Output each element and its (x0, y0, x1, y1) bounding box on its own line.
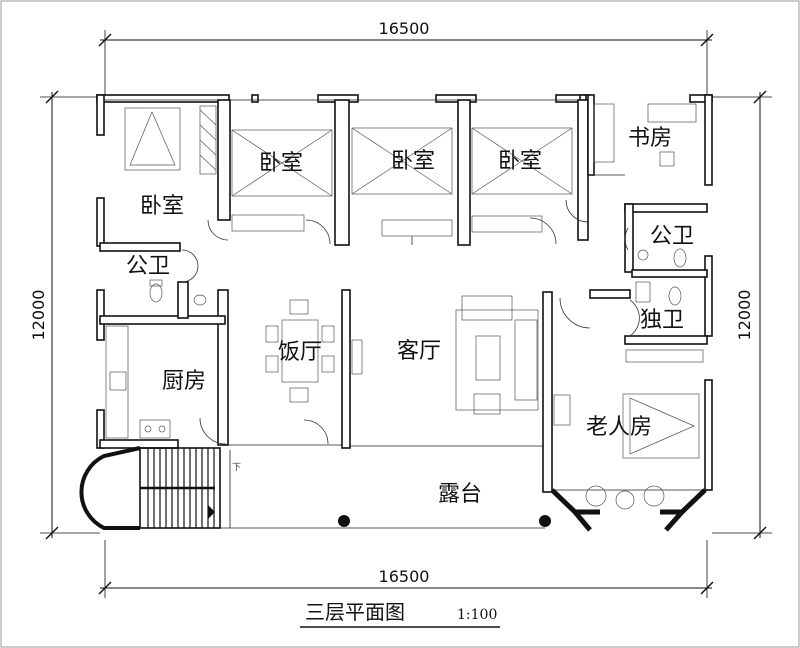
room-label-public-bath-left: 公卫 (126, 254, 170, 279)
room-label-kitchen: 厨房 (162, 369, 206, 394)
walls (96, 94, 713, 532)
room-label-bedroom-4: 卧室 (498, 149, 542, 174)
furniture (105, 103, 704, 527)
room-label-dining: 饭厅 (278, 340, 322, 365)
dim-top-width: 16500 (379, 19, 430, 38)
room-label-private-bath: 独卫 (640, 308, 684, 333)
room-label-bedroom-3: 卧室 (391, 149, 435, 174)
stair-down-note: 下 (232, 463, 241, 473)
room-label-public-bath-right: 公卫 (650, 224, 694, 249)
plan-scale: 1:100 (457, 607, 497, 623)
dim-bottom-width: 16500 (379, 567, 430, 586)
plan-title: 三层平面图 (305, 600, 405, 624)
staircase (79, 446, 221, 530)
dimension-lines (40, 30, 772, 598)
room-label-living: 客厅 (397, 339, 441, 364)
room-label-bedroom-master: 卧室 (140, 194, 184, 219)
room-label-terrace: 露台 (438, 482, 482, 507)
room-label-elder-room: 老人房 (586, 415, 652, 440)
room-label-study: 书房 (628, 126, 672, 151)
dim-right-height: 12000 (735, 290, 754, 341)
dim-left-height: 12000 (29, 290, 48, 341)
room-label-bedroom-2: 卧室 (259, 151, 303, 176)
doors (181, 199, 640, 445)
